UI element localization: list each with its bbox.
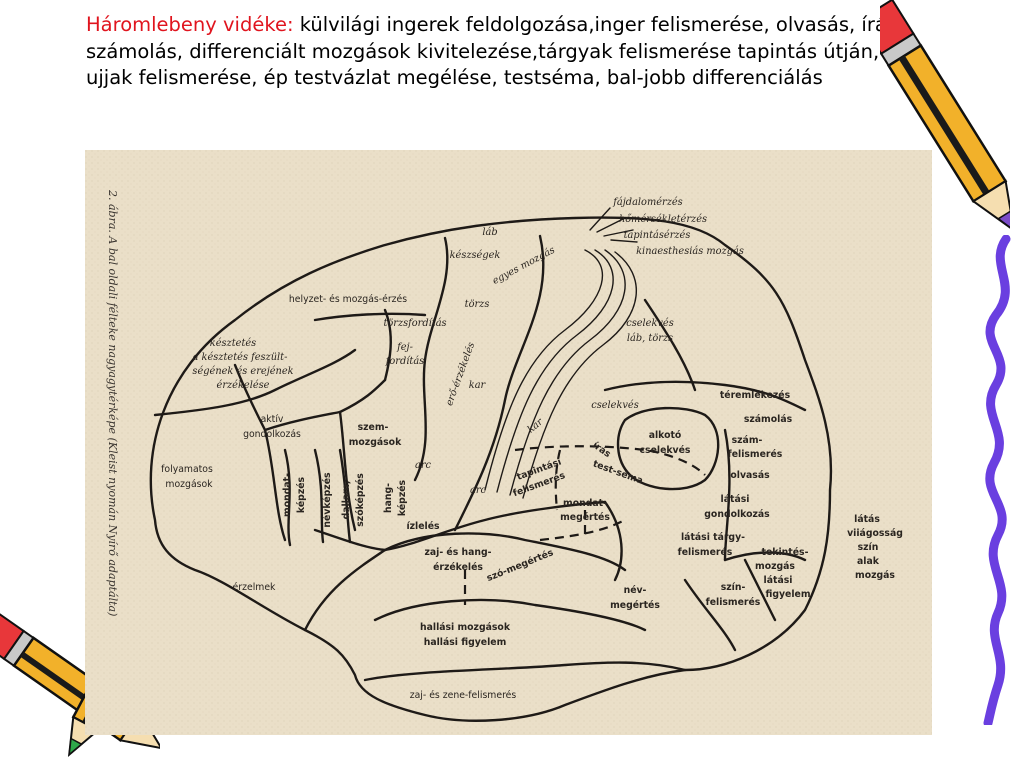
label-hang1: hang- <box>383 483 394 513</box>
label-latas5: mozgás <box>855 570 895 581</box>
label-alkoto1: alkotó <box>649 430 682 441</box>
label-kesztetes4: érzékelése <box>217 380 270 391</box>
label-tekintes3: látási <box>764 575 793 586</box>
title-body: külvilági ingerek feldolgozása,inger fel… <box>86 13 904 89</box>
figure-caption: 2. ábra. A bal oldali félteke nagyagytér… <box>106 189 119 616</box>
label-szamolas: számolás <box>744 414 793 425</box>
label-fej2: fordítás <box>385 356 424 367</box>
label-latasi-g1: látási <box>721 494 750 505</box>
label-hang2: képzés <box>397 479 408 516</box>
label-nevmeg2: megértés <box>610 600 660 611</box>
label-kar1: kar <box>469 380 487 391</box>
label-mondatmeg2: megértés <box>560 512 610 523</box>
label-nevkepzes: névképzés <box>322 472 333 528</box>
label-keszsegek: készségek <box>450 250 501 261</box>
label-cselekves2: cselekvés <box>591 400 639 411</box>
label-izleles: ízlelés <box>406 521 440 532</box>
label-erzelmek: érzelmek <box>233 582 277 593</box>
label-mondat1: mondat- <box>282 473 293 517</box>
label-arc1: arc <box>415 460 432 471</box>
label-folyamatos1: folyamatos <box>161 464 213 475</box>
label-szem2: mozgások <box>349 437 402 448</box>
label-latasi-t2: felismerés <box>678 547 733 558</box>
label-zenefel: zaj- és zene-felismerés <box>410 690 517 701</box>
brain-map-figure: 2. ábra. A bal oldali félteke nagyagytér… <box>85 150 932 735</box>
label-olvasas: olvasás <box>730 470 770 481</box>
label-latasi-g2: gondolkozás <box>704 509 770 520</box>
label-mondatmeg1: mondat- <box>563 498 607 509</box>
label-alkoto2: cselekvés <box>640 445 691 456</box>
label-homerseklet: hőmérsékletérzés <box>619 214 707 225</box>
label-zaj2: érzékelés <box>433 562 483 573</box>
label-latasi-t1: látási tárgy- <box>681 532 745 543</box>
label-teremlek: téremlékezés <box>720 390 791 401</box>
label-cselekves-lab1: cselekvés <box>626 318 674 329</box>
label-aktiv2: gondolkozás <box>243 429 301 440</box>
label-tekintes1: tekintés- <box>762 547 809 558</box>
label-tekintes2: mozgás <box>755 561 795 572</box>
squiggle-icon <box>983 235 1011 725</box>
label-lab: láb <box>482 227 497 238</box>
label-kesztetes2: a késztetés feszült- <box>193 352 288 363</box>
label-tekintes4: figyelem <box>765 589 810 600</box>
label-hallasi2: hallási figyelem <box>424 637 507 648</box>
label-szin1: szín- <box>721 582 746 593</box>
label-hallasi1: hallási mozgások <box>420 622 511 633</box>
dashed-boundaries <box>463 445 706 605</box>
label-latas1: látás <box>854 514 880 525</box>
brain-outline <box>149 216 833 722</box>
label-szem1: szem- <box>358 422 389 433</box>
label-kesztetes1: késztetés <box>210 338 256 349</box>
label-szamfel2: felismerés <box>728 449 783 460</box>
slide-title: Háromlebeny vidéke: külvilági ingerek fe… <box>86 12 916 92</box>
label-latas4: alak <box>857 556 880 567</box>
label-latas3: szín <box>858 542 879 553</box>
label-fej1: fej- <box>396 342 413 353</box>
label-folyamatos2: mozgások <box>165 479 213 490</box>
label-torzsforditas: törzsfordítás <box>383 318 446 329</box>
label-arc2: arc <box>470 485 487 496</box>
label-dallam2: szóképzés <box>355 473 366 527</box>
label-tapintas: tapintásérzés <box>624 230 691 241</box>
label-latas2: viiágosság <box>847 528 903 539</box>
label-dallam1: dallam, <box>341 481 352 520</box>
label-szamfel1: szám- <box>732 435 763 446</box>
title-highlight: Háromlebeny vidéke: <box>86 13 294 36</box>
label-cselekves-lab2: láb, törzs <box>627 333 673 344</box>
label-kesztetes3: ségének és erejének <box>192 366 293 377</box>
label-szin2: felismerés <box>706 597 761 608</box>
label-fajdalom: fájdalomérzés <box>612 197 682 208</box>
fiber-bundle <box>484 207 638 499</box>
pencil-icon <box>880 0 1010 233</box>
label-aktiv1: aktív <box>261 414 284 425</box>
label-zaj1: zaj- és hang- <box>424 547 491 558</box>
label-torzs: törzs <box>465 299 490 310</box>
label-nevmeg1: név- <box>624 585 647 596</box>
label-kinaesth: kinaesthesiás mozgás <box>636 246 744 257</box>
label-mondat2: képzés <box>296 476 307 513</box>
label-helyzet: helyzet- és mozgás-érzés <box>289 294 407 305</box>
